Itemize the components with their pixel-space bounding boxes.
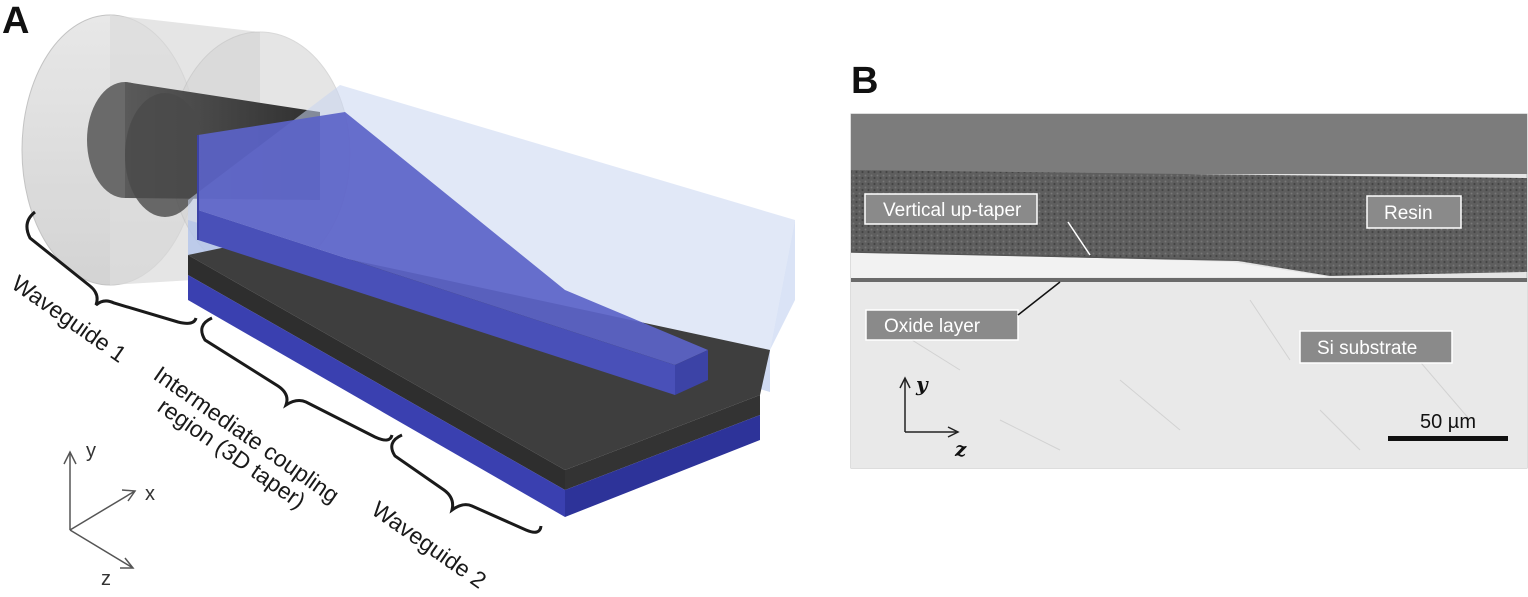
label-box-oxide-layer: Oxide layer	[865, 309, 1019, 341]
scale-bar-label: 50 µm	[1420, 411, 1476, 433]
pointer-oxide-layer	[1017, 281, 1061, 316]
axis-label-x: x	[145, 483, 155, 505]
brace-waveguide-1	[25, 210, 198, 325]
panel-a-schematic: Waveguide 1 Intermediate coupling region…	[7, 14, 795, 594]
axes-icon-3d	[63, 450, 137, 569]
label-box-resin: Resin	[1366, 195, 1462, 229]
svg-text:Vertical up-taper: Vertical up-taper	[883, 200, 1022, 221]
axis-label-y: y	[86, 440, 96, 462]
axis-label-z: z	[101, 568, 111, 590]
brace-waveguide-2	[390, 433, 543, 534]
micro-axis-z: z	[954, 437, 967, 461]
label-waveguide-2: Waveguide 2	[367, 496, 491, 594]
waveguide-2-substrate	[188, 275, 760, 517]
3d-taper	[197, 112, 708, 395]
label-intermediate-line1: Intermediate coupling	[149, 361, 344, 508]
label-box-si-substrate: Si substrate	[1299, 330, 1453, 364]
svg-text:Oxide layer: Oxide layer	[884, 316, 981, 337]
pointer-up-taper	[1067, 221, 1091, 256]
waveguide-2-core	[188, 240, 770, 490]
axes-icon-2d	[899, 376, 960, 438]
panel-b-letter: B	[851, 60, 879, 102]
svg-text:Si substrate: Si substrate	[1317, 338, 1417, 359]
panel-a-letter: A	[2, 0, 30, 42]
brace-intermediate	[200, 316, 394, 442]
scale-bar: 50 µm	[1388, 411, 1508, 441]
micro-axis-y: y	[915, 372, 929, 396]
panel-b-micrograph: Vertical up-taper Resin Oxide layer Si s…	[850, 113, 1528, 469]
label-box-vertical-up-taper: Vertical up-taper	[864, 193, 1038, 225]
svg-text:Resin: Resin	[1384, 203, 1433, 224]
